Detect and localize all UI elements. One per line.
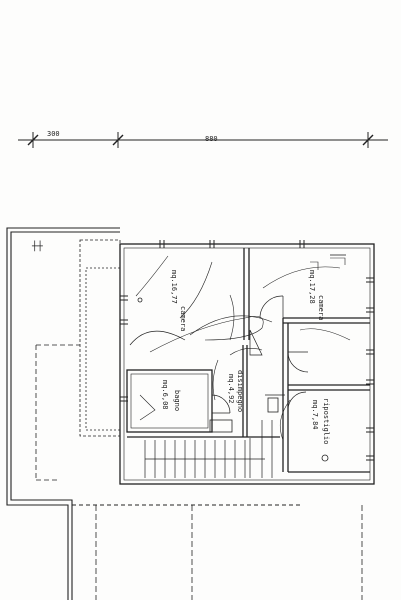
corner-mark: ┼┼	[31, 240, 43, 252]
staircase	[144, 420, 273, 478]
room-name-bagno: bagno	[173, 390, 181, 411]
room-name-ripostiglio: ripostiglio	[322, 398, 330, 444]
balcony-column	[35, 239, 363, 600]
dimension-label-right: 880	[205, 135, 218, 143]
room-area-camera-right: mq.17,28	[308, 270, 316, 304]
room-area-camera-left: mq.16,77	[170, 270, 178, 304]
building-walls	[119, 243, 375, 485]
room-name-camera-right: camera	[317, 295, 325, 320]
room-name-camera-left: camera	[179, 306, 187, 331]
electrical-sketch	[135, 255, 351, 441]
room-area-ripostiglio: mq.7,84	[311, 400, 319, 430]
fixtures	[137, 254, 346, 462]
dimension-label-left: 300	[47, 130, 60, 138]
room-name-disimpegno: disimpegno	[236, 370, 244, 412]
dimension-line	[18, 132, 388, 148]
door-swings	[129, 295, 309, 414]
room-area-disimpegno: mq.4,92	[227, 374, 235, 404]
room-area-bagno: mq.6,08	[161, 380, 169, 410]
window-marks	[120, 240, 374, 461]
balcony-outline	[6, 227, 300, 600]
